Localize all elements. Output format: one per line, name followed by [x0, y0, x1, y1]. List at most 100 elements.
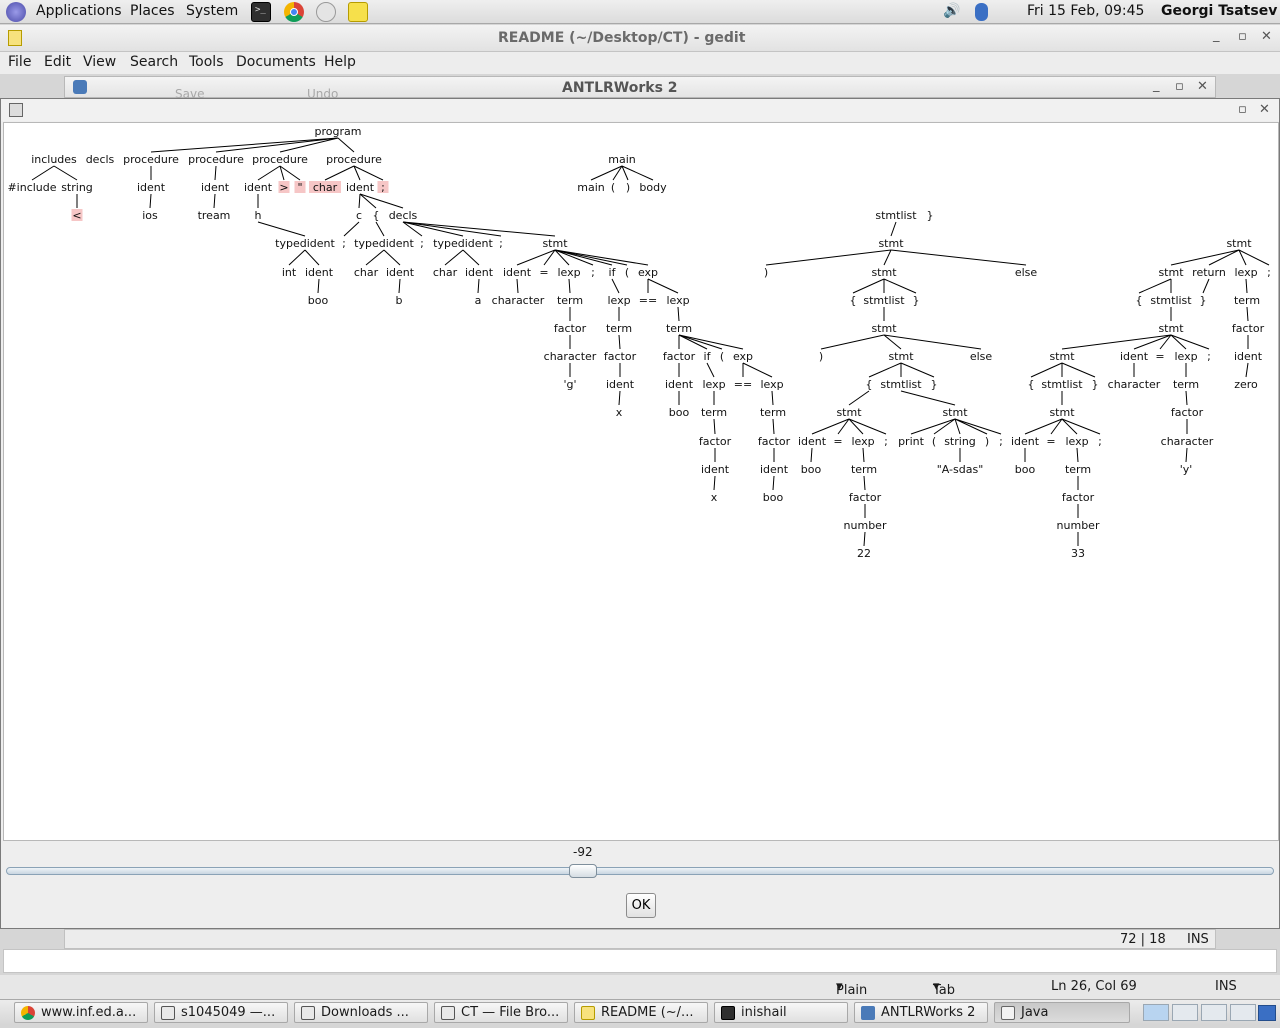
maximize-icon[interactable]: ▫ [1238, 29, 1247, 44]
antlr-titlebar[interactable]: Save Undo ANTLRWorks 2 _ ▫ ✕ [64, 76, 1216, 101]
bluetooth-icon[interactable] [975, 3, 988, 21]
user-name[interactable]: Georgi Tsatsev [1161, 3, 1278, 19]
close-icon[interactable]: ✕ [1259, 102, 1270, 117]
ok-button[interactable]: OK [626, 893, 656, 918]
tree-node: boo [763, 491, 784, 504]
maximize-icon[interactable]: ▫ [1238, 102, 1247, 117]
volume-icon[interactable]: 🔊 [943, 3, 961, 19]
menu-tools[interactable]: Tools [189, 54, 224, 70]
task-readme-gedit[interactable]: README (~/... [574, 1002, 708, 1023]
tree-edge [611, 278, 620, 294]
places-menu[interactable]: Places [130, 3, 175, 19]
zoom-slider-thumb[interactable] [569, 864, 597, 878]
tree-edge [516, 278, 519, 294]
close-icon[interactable]: ✕ [1261, 29, 1272, 44]
task-antlrworks[interactable]: ANTLRWorks 2 [854, 1002, 988, 1023]
notes-icon[interactable] [348, 2, 368, 22]
tree-edge [954, 418, 988, 435]
menu-edit[interactable]: Edit [44, 54, 72, 70]
minimize-icon[interactable]: _ [1153, 78, 1160, 93]
tree-node: main [577, 181, 605, 194]
minimize-icon[interactable]: _ [1213, 28, 1220, 43]
tree-node: 'g' [563, 378, 576, 391]
gedit-text-area[interactable] [3, 949, 1277, 973]
workspace-1[interactable] [1143, 1004, 1169, 1021]
task-inishail[interactable]: inishail [714, 1002, 848, 1023]
language-selector[interactable]: Plain Text ▾ [836, 979, 868, 1013]
tree-node: lexp [607, 294, 630, 307]
tree-node: ; [1207, 350, 1211, 363]
menu-view[interactable]: View [83, 54, 117, 70]
gedit-menubar: File Edit View Search Tools Documents He… [0, 52, 1280, 74]
tree-node: term [606, 322, 632, 335]
workspace-2[interactable] [1172, 1004, 1198, 1021]
task-terminal-s1045049[interactable]: s1045049 —... [154, 1002, 288, 1023]
task-java[interactable]: Java [994, 1002, 1130, 1023]
menu-help[interactable]: Help [324, 54, 356, 70]
tree-node: stmt [1049, 406, 1075, 419]
tree-edge [554, 249, 594, 266]
chrome-icon[interactable] [284, 2, 304, 22]
tab-width-selector[interactable]: Tab Width: 8 ▾ [933, 979, 975, 1028]
tree-edge [618, 390, 621, 406]
tree-edge [383, 249, 401, 266]
dialog-titlebar[interactable]: ▫ ✕ [1, 99, 1279, 121]
applications-menu[interactable]: Applications [36, 3, 122, 19]
tree-edge [954, 418, 961, 435]
show-desktop-icon[interactable] [1258, 1005, 1276, 1021]
maximize-icon[interactable]: ▫ [1175, 79, 1184, 94]
workspace-3[interactable] [1201, 1004, 1227, 1021]
tree-node: lexp [1065, 435, 1088, 448]
antlr-toolbar-save[interactable]: Save [175, 87, 205, 101]
tree-node: ident [798, 435, 827, 448]
tree-node: char [354, 266, 379, 279]
menu-search[interactable]: Search [130, 54, 179, 70]
tree-node: ident [305, 266, 334, 279]
system-menu[interactable]: System [186, 3, 239, 19]
tree-edge [1170, 334, 1187, 350]
tree-node: character [544, 350, 597, 363]
tree-edge [402, 221, 423, 237]
task-file-browser[interactable]: CT — File Bro... [434, 1002, 568, 1023]
menu-documents[interactable]: Documents [236, 54, 316, 70]
tree-node: lexp [1234, 266, 1257, 279]
workspace-4[interactable] [1230, 1004, 1256, 1021]
error-token-highlight [309, 181, 341, 193]
tree-edge [1170, 334, 1210, 350]
tree-node: character [1108, 378, 1161, 391]
slider-value: -92 [573, 845, 593, 859]
antlr-window-title: ANTLRWorks 2 [562, 80, 678, 96]
tree-edge [612, 165, 623, 181]
terminal-icon[interactable]: >_ [251, 2, 271, 22]
mail-icon[interactable] [316, 2, 336, 22]
task-chrome[interactable]: www.inf.ed.a... [14, 1002, 148, 1023]
close-icon[interactable]: ✕ [1197, 79, 1208, 94]
tree-node: } [927, 209, 934, 222]
tree-edge [554, 249, 570, 266]
tree-edge [883, 249, 892, 266]
gedit-titlebar[interactable]: README (~/Desktop/CT) - gedit _ ▫ ✕ [0, 25, 1280, 52]
tree-node: = [1046, 435, 1055, 448]
tree-node: = [833, 435, 842, 448]
tree-edge [359, 193, 377, 209]
tree-edge [677, 306, 680, 322]
tree-node: stmt [871, 322, 897, 335]
clock[interactable]: Fri 15 Feb, 09:45 [1027, 3, 1145, 19]
tree-node: ; [420, 237, 424, 250]
task-downloads[interactable]: Downloads ... [294, 1002, 428, 1023]
antlr-toolbar-undo[interactable]: Undo [307, 87, 339, 101]
zoom-slider-track[interactable] [6, 867, 1274, 875]
tree-edge [1061, 362, 1096, 378]
tree-node: " [297, 181, 302, 194]
tree-edge [31, 165, 55, 181]
gnome-foot-icon[interactable] [6, 2, 26, 22]
tree-node: term [666, 322, 692, 335]
tree-edge [933, 418, 956, 435]
tree-node: stmtlist [1041, 378, 1083, 391]
tree-node: stmt [1049, 350, 1075, 363]
terminal-icon [721, 1006, 735, 1020]
menu-file[interactable]: File [8, 54, 32, 70]
tree-node: stmt [542, 237, 568, 250]
tree-node: boo [1015, 463, 1036, 476]
